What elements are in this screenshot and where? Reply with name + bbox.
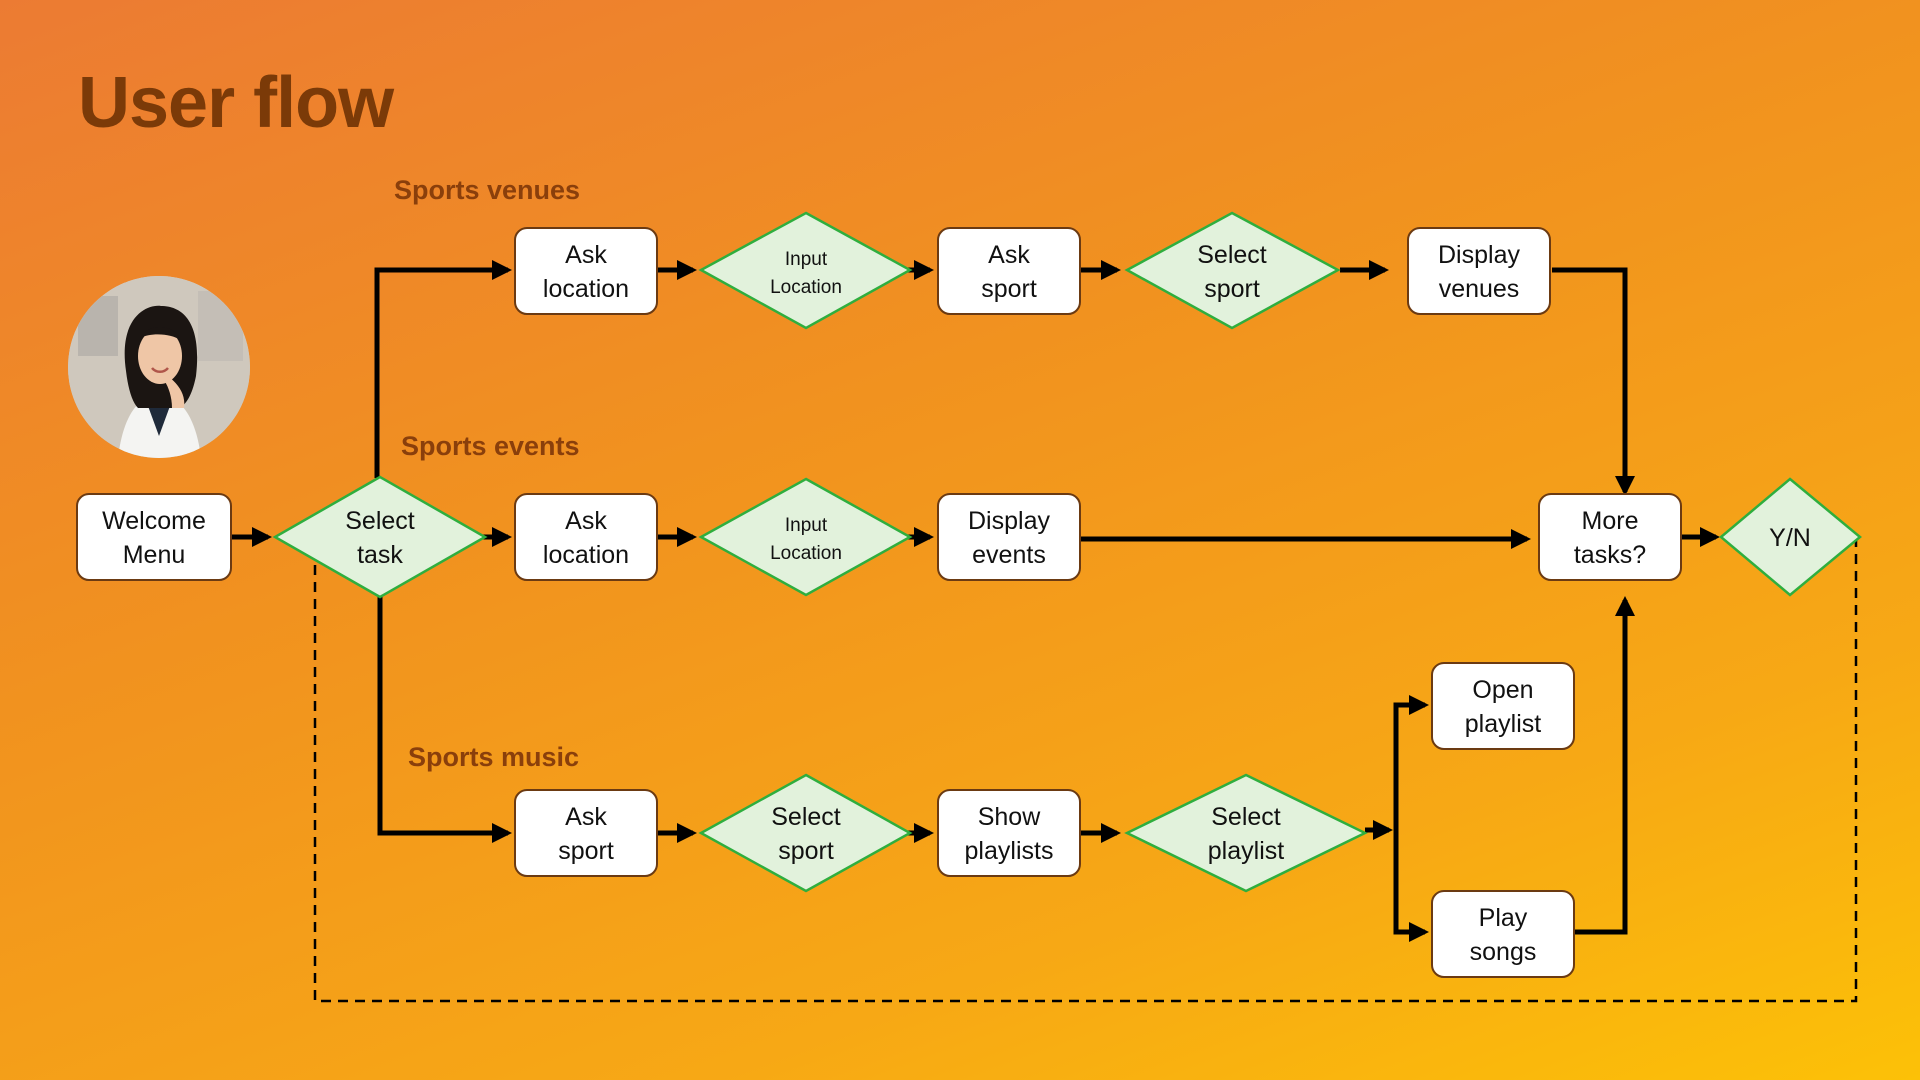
- node-label: location: [543, 541, 629, 569]
- node-label: Select: [1211, 803, 1281, 831]
- avatar: [68, 276, 250, 458]
- person-photo-icon: [68, 276, 250, 458]
- yes-no-decision: Y/N: [1719, 477, 1862, 597]
- node-label: Location: [770, 277, 842, 298]
- venues-ask-location-node: Ask location: [514, 227, 658, 315]
- venues-input-location-decision: Input Location: [698, 211, 913, 330]
- node-label: sport: [558, 837, 614, 865]
- node-label: task: [357, 541, 403, 569]
- node-label: Select: [771, 803, 841, 831]
- node-label: sport: [981, 275, 1037, 303]
- more-tasks-node: More tasks?: [1538, 493, 1682, 581]
- venues-select-sport-decision: Select sport: [1124, 211, 1341, 330]
- section-label-venues: Sports venues: [394, 175, 581, 205]
- node-label: Input: [785, 249, 828, 270]
- node-label: Y/N: [1769, 524, 1811, 552]
- node-label: events: [972, 541, 1046, 569]
- play-songs-node: Play songs: [1431, 890, 1575, 978]
- node-label: Play: [1479, 904, 1528, 932]
- open-playlist-node: Open playlist: [1431, 662, 1575, 750]
- node-label: venues: [1439, 275, 1520, 303]
- show-playlists-node: Show playlists: [937, 789, 1081, 877]
- node-label: Display: [1438, 241, 1520, 269]
- welcome-menu-node: Welcome Menu: [76, 493, 232, 581]
- node-label: sport: [1204, 275, 1260, 303]
- display-events-node: Display events: [937, 493, 1081, 581]
- select-playlist-decision: Select playlist: [1124, 773, 1368, 893]
- node-label: tasks?: [1574, 541, 1646, 569]
- display-venues-node: Display venues: [1407, 227, 1551, 315]
- node-label: Ask: [565, 507, 607, 535]
- node-label: Welcome: [102, 507, 206, 535]
- events-input-location-decision: Input Location: [698, 477, 913, 597]
- node-label: playlist: [1465, 710, 1541, 738]
- node-label: location: [543, 275, 629, 303]
- music-ask-sport-node: Ask sport: [514, 789, 658, 877]
- page-title: User flow: [78, 63, 394, 143]
- select-task-decision: Select task: [272, 475, 488, 599]
- connectors: [231, 260, 1720, 942]
- node-label: playlist: [1208, 837, 1284, 865]
- node-label: Input: [785, 515, 828, 536]
- node-label: Ask: [988, 241, 1030, 269]
- node-label: Ask: [565, 803, 607, 831]
- venues-ask-sport-node: Ask sport: [937, 227, 1081, 315]
- node-label: Menu: [123, 541, 186, 569]
- music-select-sport-decision: Select sport: [698, 773, 913, 893]
- node-label: songs: [1470, 938, 1537, 966]
- node-label: Select: [345, 507, 415, 535]
- node-label: playlists: [965, 837, 1054, 865]
- node-label: Ask: [565, 241, 607, 269]
- node-label: Open: [1472, 676, 1533, 704]
- section-label-events: Sports events: [401, 431, 580, 461]
- node-label: Location: [770, 543, 842, 564]
- node-label: More: [1582, 507, 1639, 535]
- node-label: Show: [978, 803, 1041, 831]
- node-label: sport: [778, 837, 834, 865]
- events-ask-location-node: Ask location: [514, 493, 658, 581]
- node-label: Select: [1197, 241, 1267, 269]
- node-label: Display: [968, 507, 1050, 535]
- section-label-music: Sports music: [408, 742, 580, 772]
